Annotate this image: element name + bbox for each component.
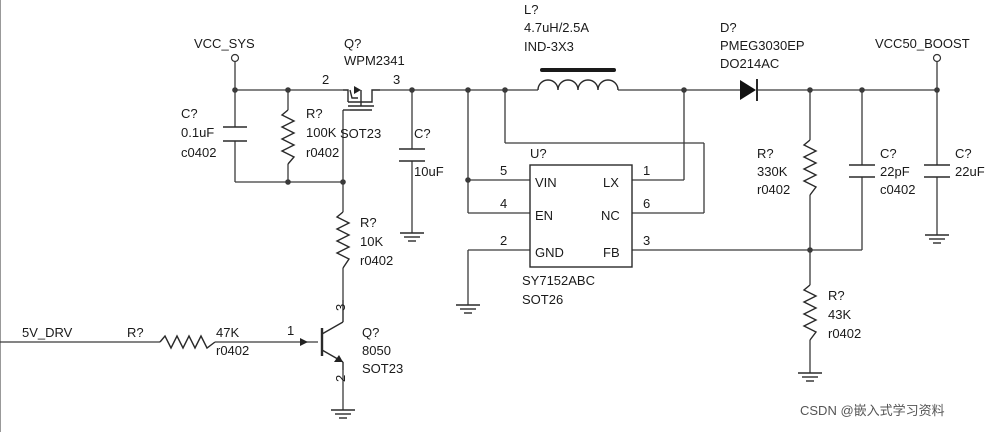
resistor-330k: R? 330K r0402 — [757, 139, 818, 197]
resistor-47k: R? 47K r0402 — [127, 325, 249, 358]
c-in-small-package: c0402 — [181, 145, 216, 160]
r-pull-value: 100K — [306, 125, 337, 140]
inductor-value: 4.7uH/2.5A — [524, 20, 589, 35]
wires — [0, 62, 938, 410]
r-base-package: r0402 — [360, 253, 393, 268]
ground-symbol-npn — [331, 409, 355, 419]
diode-ref: D? — [720, 20, 737, 35]
inductor: L? 4.7uH/2.5A IND-3X3 — [524, 2, 619, 91]
c-out-small-value: 22pF — [880, 164, 910, 179]
ground-symbol-ic — [456, 304, 480, 314]
r-fb-top-package: r0402 — [757, 182, 790, 197]
ic-pin-name-gnd: GND — [535, 245, 564, 260]
r-fb-bot-package: r0402 — [828, 326, 861, 341]
r-base-ref: R? — [360, 215, 377, 230]
capacitor-22uf: C? 22uF — [924, 146, 985, 179]
c-in-bulk-ref: C? — [414, 126, 431, 141]
ic-ref: U? — [530, 146, 547, 161]
ic-pin-num-en: 4 — [500, 196, 507, 211]
inductor-package: IND-3X3 — [524, 39, 574, 54]
ic-pin-num-gnd: 2 — [500, 233, 507, 248]
ground-symbol-c22uf — [925, 234, 949, 244]
npn-pin1: 1 — [287, 323, 294, 338]
vcc50-boost-port: VCC50_BOOST — [875, 36, 970, 63]
schottky-diode: D? PMEG3030EP DO214AC — [720, 20, 805, 101]
ic-pin-name-fb: FB — [603, 245, 620, 260]
r-fb-top-value: 330K — [757, 164, 788, 179]
ground-symbol-fb — [798, 372, 822, 382]
r-base-value: 10K — [360, 234, 383, 249]
pmos-value: WPM2341 — [344, 53, 405, 68]
r-pull-package: r0402 — [306, 145, 339, 160]
drv-net-label: 5V_DRV — [22, 325, 73, 340]
npn-pin3: 3 — [333, 304, 348, 311]
r-fb-bot-value: 43K — [828, 307, 851, 322]
c-out-bulk-value: 22uF — [955, 164, 985, 179]
vcc50-boost-label: VCC50_BOOST — [875, 36, 970, 51]
capacitor-22pf: C? 22pF c0402 — [849, 146, 915, 197]
capacitor-0.1uf: C? 0.1uF c0402 — [181, 106, 247, 160]
ic-package: SOT26 — [522, 292, 563, 307]
npn-package: SOT23 — [362, 361, 403, 376]
boost-ic: U? SY7152ABC SOT26 5 VIN 4 EN 2 GND 1 LX… — [500, 146, 650, 307]
ic-pin-name-vin: VIN — [535, 175, 557, 190]
ic-pin-name-lx: LX — [603, 175, 619, 190]
r-fb-top-ref: R? — [757, 146, 774, 161]
npn-transistor: 1 2 3 Q? 8050 SOT23 — [287, 300, 403, 382]
r-fb-bot-ref: R? — [828, 288, 845, 303]
pmos-pin2: 2 — [322, 72, 329, 87]
c-out-small-ref: C? — [880, 146, 897, 161]
c-in-small-ref: C? — [181, 106, 198, 121]
vcc-sys-port: VCC_SYS — [194, 36, 255, 63]
pmos-transistor: Q? WPM2341 SOT23 2 3 — [322, 36, 405, 141]
ic-pin-name-nc: NC — [601, 208, 620, 223]
ic-value: SY7152ABC — [522, 273, 595, 288]
r-pull-ref: R? — [306, 106, 323, 121]
r-drv-ref: R? — [127, 325, 144, 340]
ic-pin-num-vin: 5 — [500, 163, 507, 178]
pmos-ref: Q? — [344, 36, 361, 51]
diode-package: DO214AC — [720, 56, 779, 71]
inductor-ref: L? — [524, 2, 538, 17]
pmos-package: SOT23 — [340, 126, 381, 141]
ic-pin-num-nc: 6 — [643, 196, 650, 211]
c-out-bulk-ref: C? — [955, 146, 972, 161]
r-drv-value: 47K — [216, 325, 239, 340]
c-in-bulk-value: 10uF — [414, 164, 444, 179]
diode-value: PMEG3030EP — [720, 38, 805, 53]
watermark: CSDN @嵌入式学习资料 — [800, 403, 945, 418]
c-out-small-package: c0402 — [880, 182, 915, 197]
ic-pin-num-lx: 1 — [643, 163, 650, 178]
resistor-100k: R? 100K r0402 — [280, 106, 339, 165]
r-drv-package: r0402 — [216, 343, 249, 358]
npn-pin2: 2 — [333, 375, 348, 382]
ic-pin-name-en: EN — [535, 208, 553, 223]
junction-dots — [232, 87, 940, 253]
resistor-43k: R? 43K r0402 — [802, 284, 861, 341]
c-in-small-value: 0.1uF — [181, 125, 214, 140]
vcc-sys-label: VCC_SYS — [194, 36, 255, 51]
pmos-pin3: 3 — [393, 72, 400, 87]
ic-pin-num-fb: 3 — [643, 233, 650, 248]
resistor-10k: R? 10K r0402 — [335, 211, 393, 269]
npn-value: 8050 — [362, 343, 391, 358]
ground-symbol-c10uf — [400, 232, 424, 242]
capacitor-10uf: C? 10uF — [399, 126, 444, 179]
npn-ref: Q? — [362, 325, 379, 340]
